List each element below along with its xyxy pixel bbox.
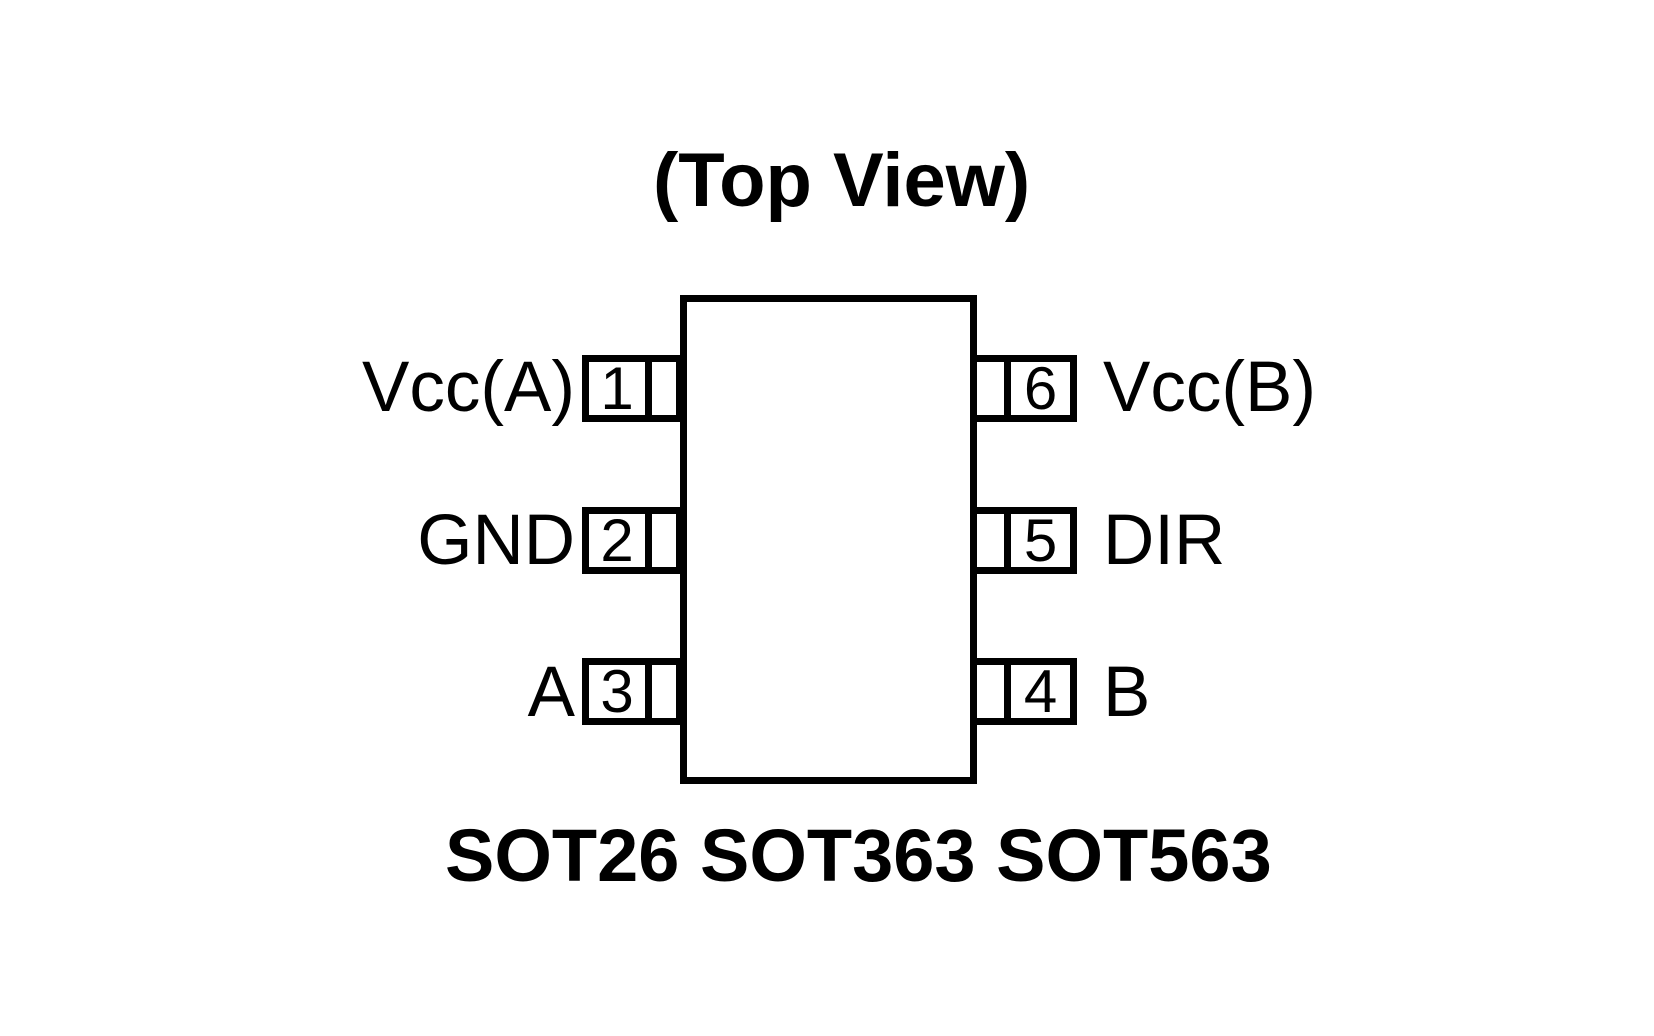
pin-3-box: 3 <box>582 658 683 725</box>
pin-6-number: 6 <box>1004 358 1070 418</box>
pin-4-number: 4 <box>1004 661 1070 721</box>
pin-3-stub <box>652 665 676 718</box>
pin-4-box: 4 <box>970 658 1077 725</box>
pin-6-label: Vcc(B) <box>1103 348 1316 427</box>
pin-5-number: 5 <box>1004 510 1070 570</box>
pin-2-number: 2 <box>589 510 652 570</box>
pin-2-box: 2 <box>582 507 683 574</box>
pin-2-stub <box>652 514 676 567</box>
package-names-caption: SOT26 SOT363 SOT563 <box>445 814 1272 897</box>
pin-4-label: B <box>1103 653 1151 732</box>
pin-6-stub <box>977 362 1004 415</box>
pin-1-label: Vcc(A) <box>362 348 575 427</box>
pin-1-box: 1 <box>582 355 683 422</box>
pin-5-box: 5 <box>970 507 1077 574</box>
pin-3-number: 3 <box>589 661 652 721</box>
pin-3-label: A <box>527 653 575 732</box>
pin-5-label: DIR <box>1103 501 1226 580</box>
pin-1-stub <box>652 362 676 415</box>
pin-5-stub <box>977 514 1004 567</box>
diagram-title: (Top View) <box>653 138 1031 223</box>
package-body <box>680 295 977 784</box>
pin-1-number: 1 <box>589 358 652 418</box>
pin-6-box: 6 <box>970 355 1077 422</box>
pin-2-label: GND <box>417 501 575 580</box>
pin-4-stub <box>977 665 1004 718</box>
